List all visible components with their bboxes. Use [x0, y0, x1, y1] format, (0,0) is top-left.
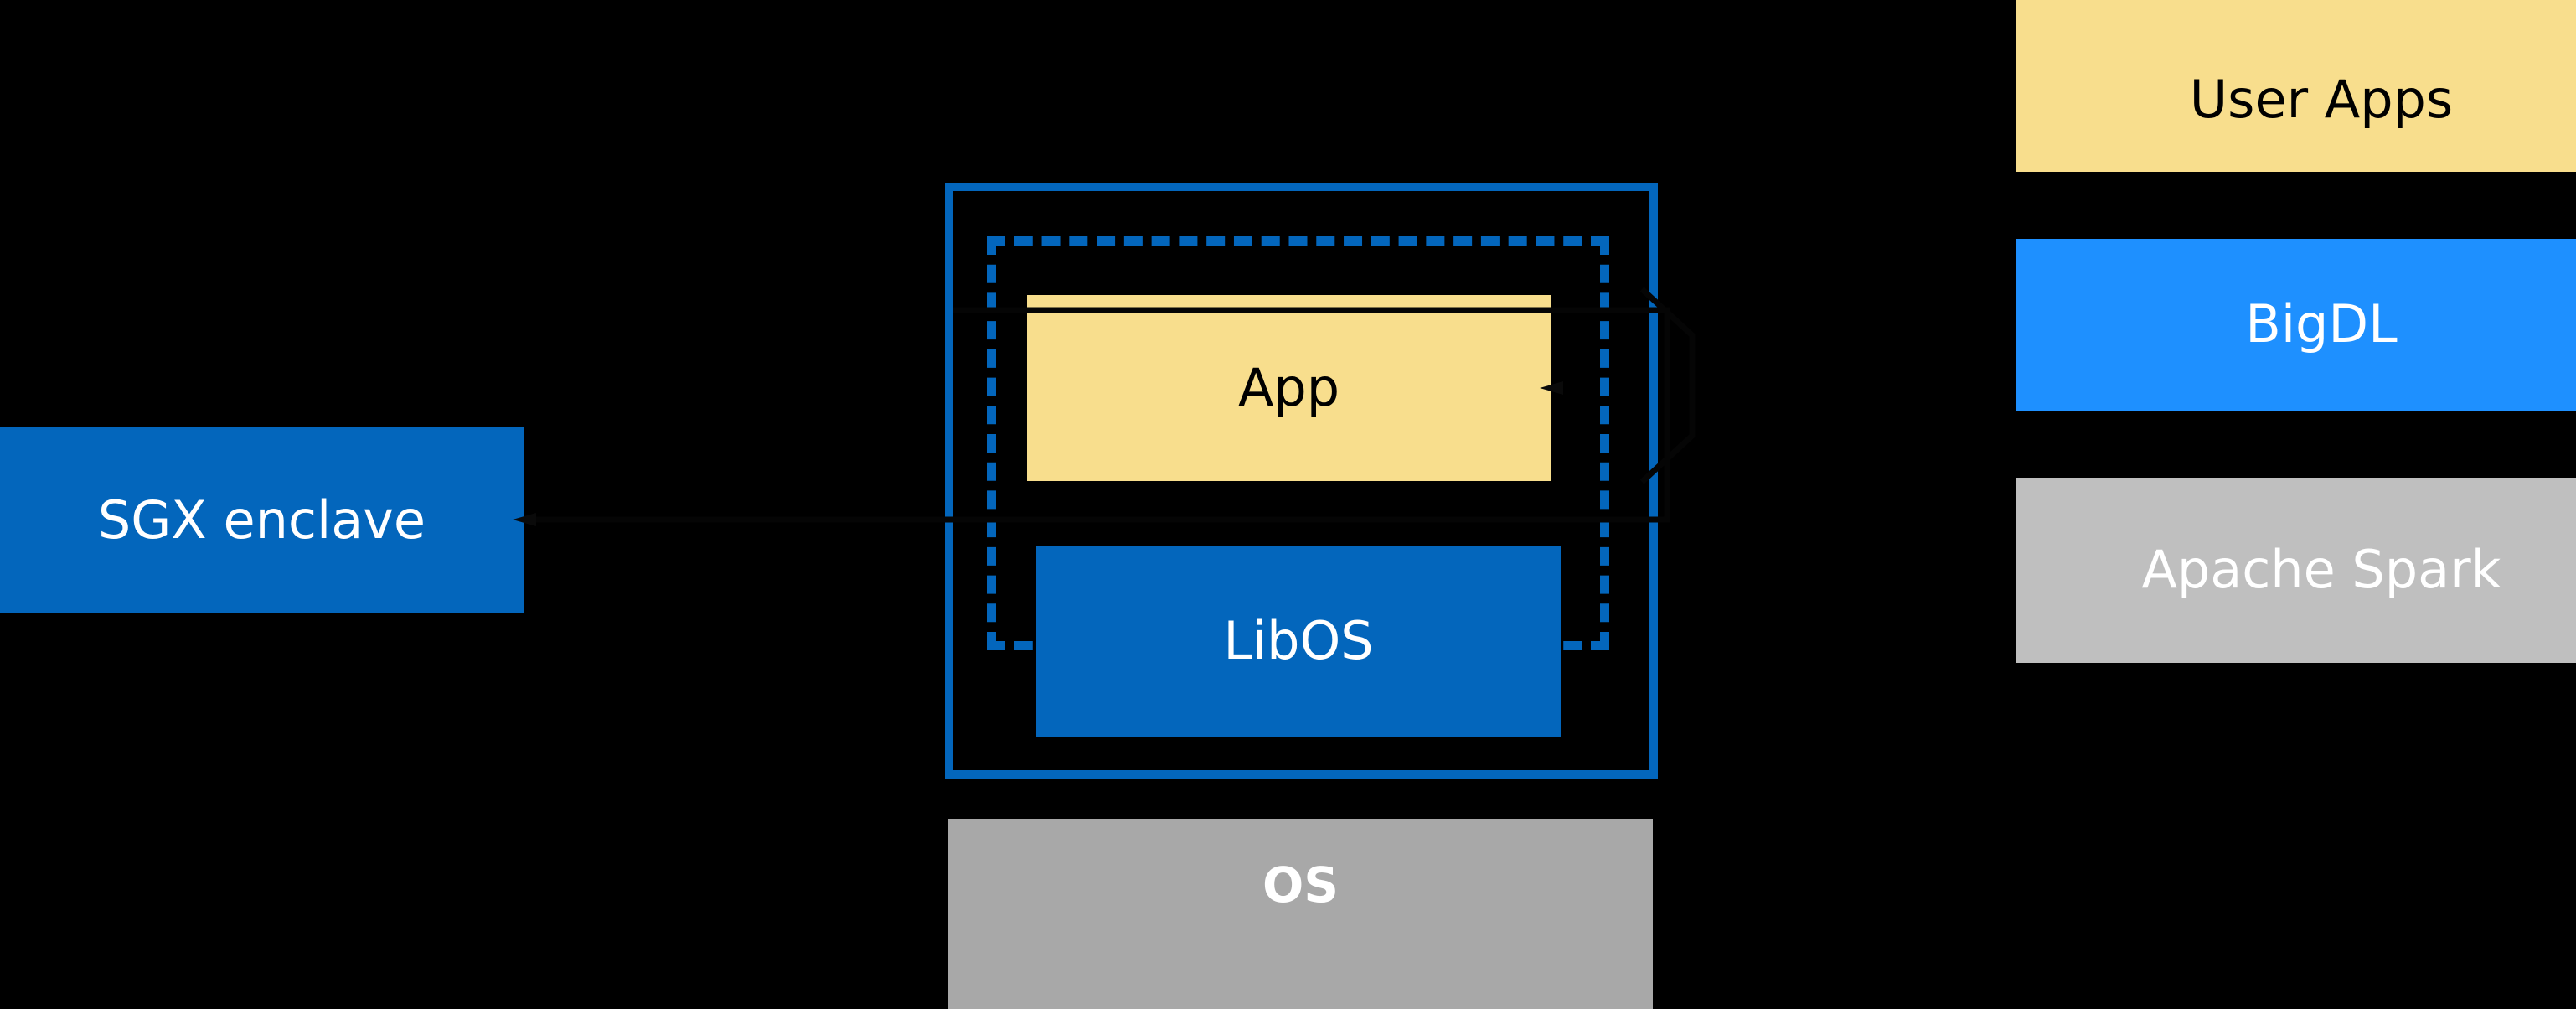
libos-box: LibOS: [1036, 546, 1561, 737]
apache-spark-label: Apache Spark: [2141, 539, 2501, 601]
sgx-enclave-box: SGX enclave: [0, 427, 524, 613]
user-apps-label: User Apps: [2189, 68, 2454, 130]
user-apps-box: User Apps: [2016, 0, 2576, 172]
sgx-enclave-label: SGX enclave: [97, 489, 426, 551]
apache-spark-box: Apache Spark: [2016, 478, 2576, 663]
os-label: OS: [1262, 856, 1340, 913]
bigdl-box: BigDL: [2016, 239, 2576, 411]
libos-label: LibOS: [1223, 610, 1374, 672]
app-box: App: [1027, 295, 1551, 481]
os-box: OS: [948, 819, 1653, 1009]
bigdl-label: BigDL: [2245, 293, 2398, 355]
app-label: App: [1237, 356, 1340, 418]
